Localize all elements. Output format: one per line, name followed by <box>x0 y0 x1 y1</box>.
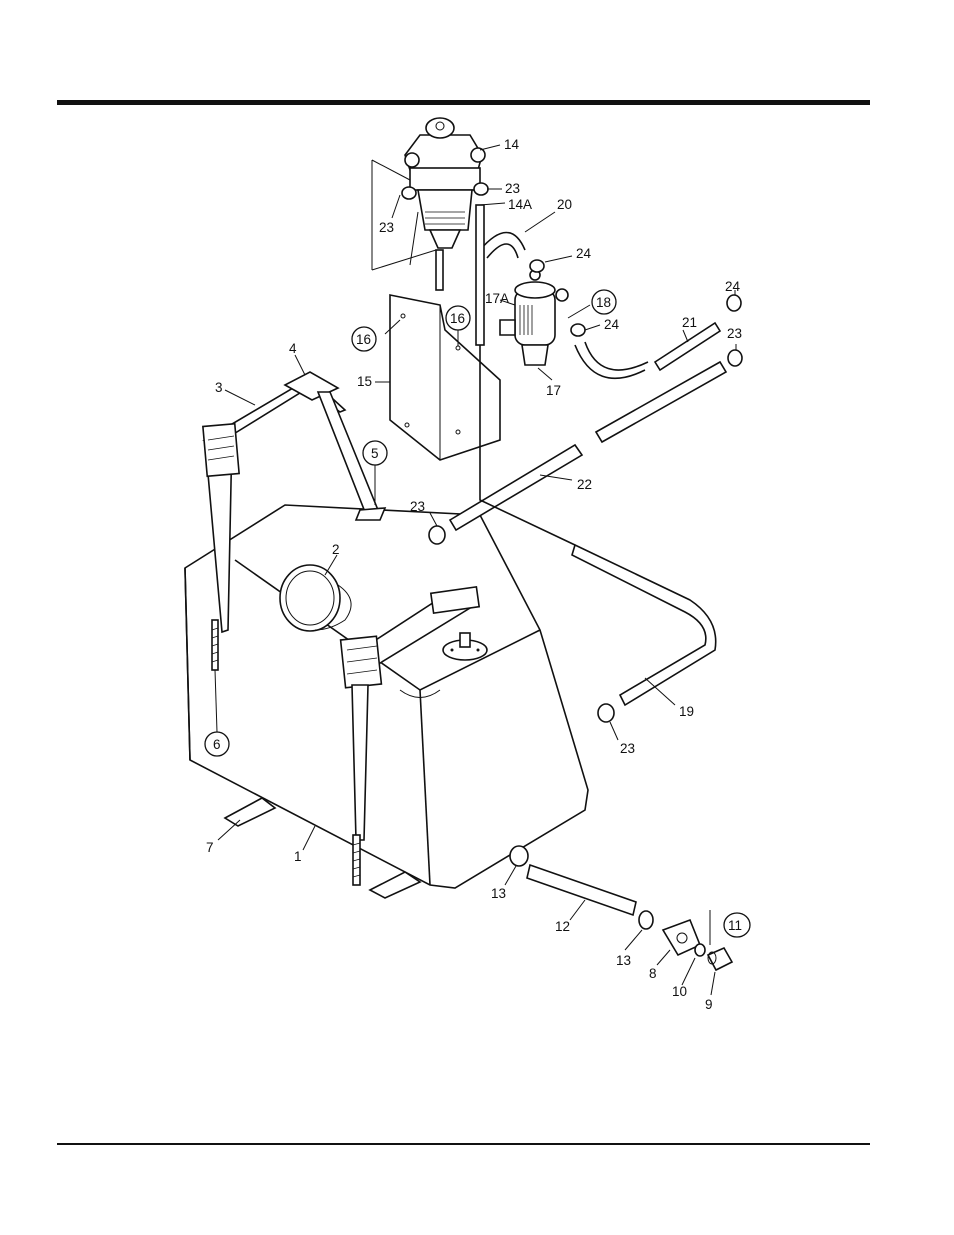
callout-9: 9 <box>705 997 713 1012</box>
callout-14a: 14A <box>508 197 532 212</box>
callout-21: 21 <box>682 315 697 330</box>
callout-22: 22 <box>577 477 592 492</box>
callout-7: 7 <box>206 840 214 855</box>
callout-2: 2 <box>332 542 340 557</box>
callout-23: 23 <box>410 499 425 514</box>
callout-16: 16 <box>356 332 371 347</box>
callout-11: 11 <box>728 918 742 933</box>
fuel-pump <box>500 270 568 365</box>
callout-5: 5 <box>371 446 379 461</box>
callout-13: 13 <box>616 953 631 968</box>
fuel-tank <box>185 505 588 888</box>
callout-8: 8 <box>649 966 657 981</box>
callout-20: 20 <box>557 197 572 212</box>
callout-6: 6 <box>213 737 221 752</box>
callout-14: 14 <box>504 137 520 152</box>
callout-23: 23 <box>379 220 394 235</box>
callout-4: 4 <box>289 341 297 356</box>
callout-18: 18 <box>596 295 611 310</box>
callout-24: 24 <box>576 246 592 261</box>
callout-19: 19 <box>679 704 694 719</box>
callout-17a: 17A <box>485 291 509 306</box>
callout-16: 16 <box>450 311 465 326</box>
callout-23: 23 <box>505 181 520 196</box>
fuel-filter <box>405 118 485 248</box>
callout-23: 23 <box>727 326 742 341</box>
callout-17: 17 <box>546 383 561 398</box>
callout-24: 24 <box>725 279 741 294</box>
callout-13: 13 <box>491 886 506 901</box>
callout-15: 15 <box>357 374 372 389</box>
callout-12: 12 <box>555 919 570 934</box>
callout-24: 24 <box>604 317 620 332</box>
callout-3: 3 <box>215 380 223 395</box>
drain-fittings <box>663 920 732 970</box>
callout-23: 23 <box>620 741 635 756</box>
callout-10: 10 <box>672 984 687 999</box>
callout-1: 1 <box>294 849 302 864</box>
